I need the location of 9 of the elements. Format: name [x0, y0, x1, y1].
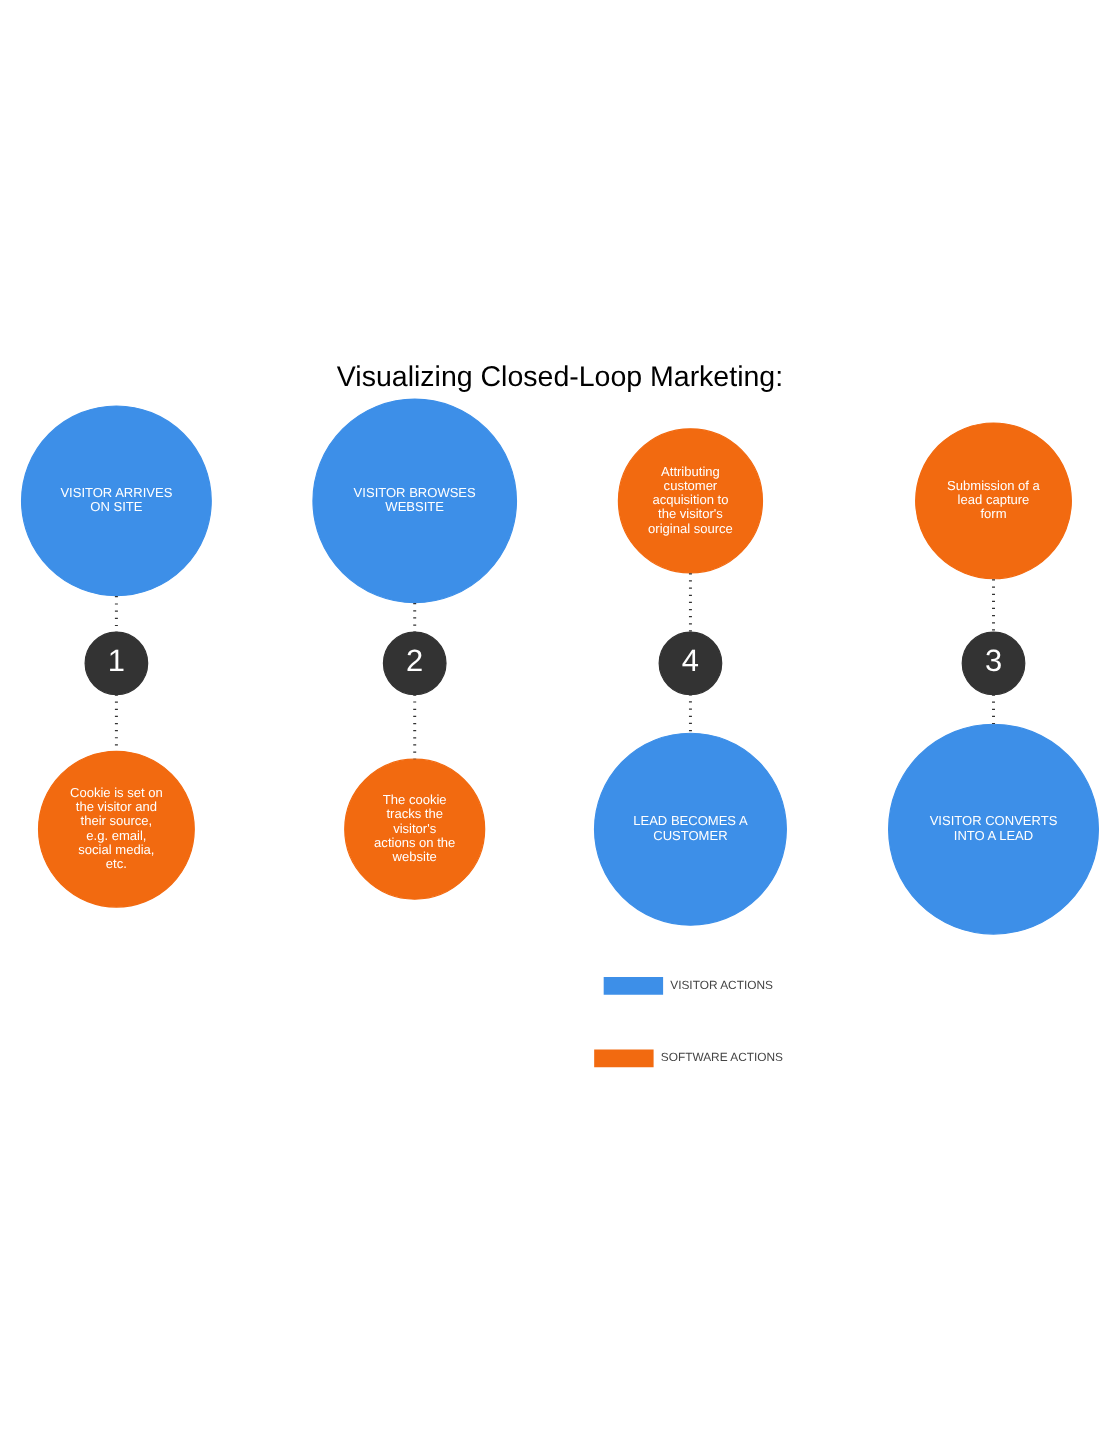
connector: [992, 578, 995, 631]
node-circle: 1: [84, 630, 149, 695]
node-circle: 2: [382, 630, 447, 695]
node-circle: 3: [961, 630, 1026, 695]
connector: [413, 693, 417, 759]
diagram-title: Visualizing Closed-Loop Marketing:: [336, 361, 784, 394]
node-circle: 4: [658, 630, 723, 695]
connector: [688, 572, 692, 632]
connector: [688, 693, 692, 733]
